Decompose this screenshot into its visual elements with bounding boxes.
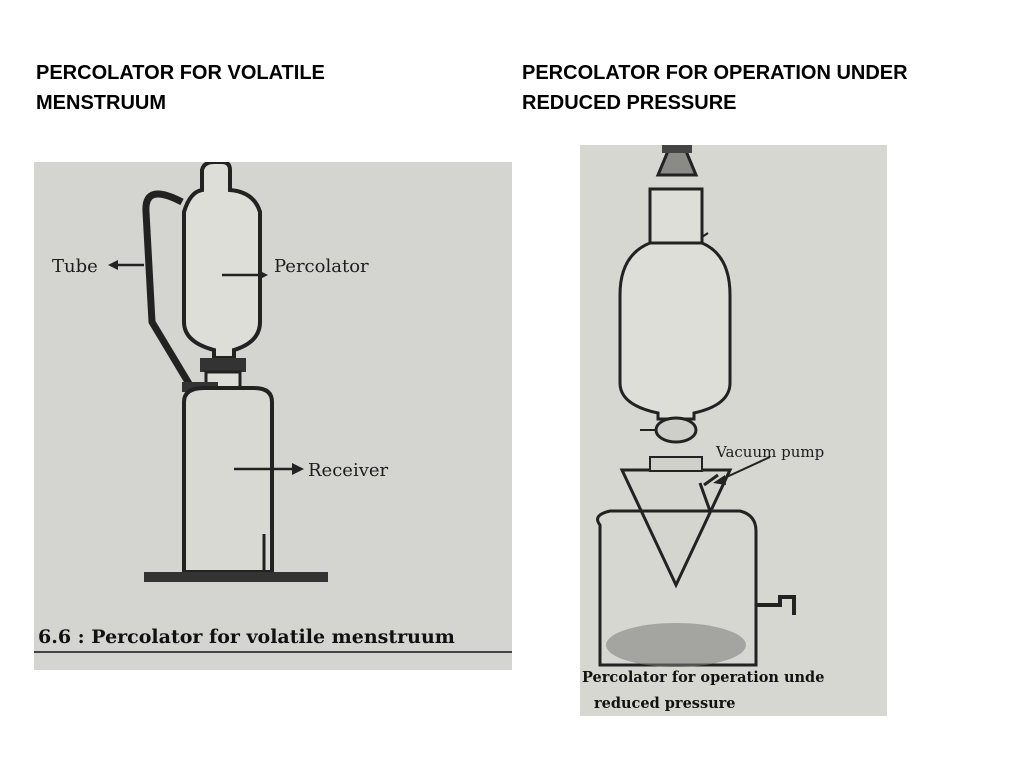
percolator-reduced-pressure-diagram: Vacuum pump Percolator for operation und… [580,145,887,716]
right-heading: PERCOLATOR FOR OPERATION UNDER REDUCED P… [522,62,908,114]
percolator-reduced-pressure-photo: Vacuum pump Percolator for operation und… [580,145,887,716]
percolator-label: Percolator [274,256,369,277]
percolator-volatile-diagram: Tube Percolator Receiver 6.6 : Percolato… [34,162,512,670]
receiver-label: Receiver [308,460,389,481]
right-figure-caption-line1: Percolator for operation unde [582,669,824,686]
tube-label: Tube [52,256,98,277]
vacuum-pump-label: Vacuum pump [715,443,824,461]
right-figure-caption-line2: reduced pressure [594,695,736,712]
left-heading: PERCOLATOR FOR VOLATILE MENSTRUUM [36,62,325,114]
left-figure-caption: 6.6 : Percolator for volatile menstruum [38,626,455,648]
percolator-volatile-photo: Tube Percolator Receiver 6.6 : Percolato… [34,162,512,670]
